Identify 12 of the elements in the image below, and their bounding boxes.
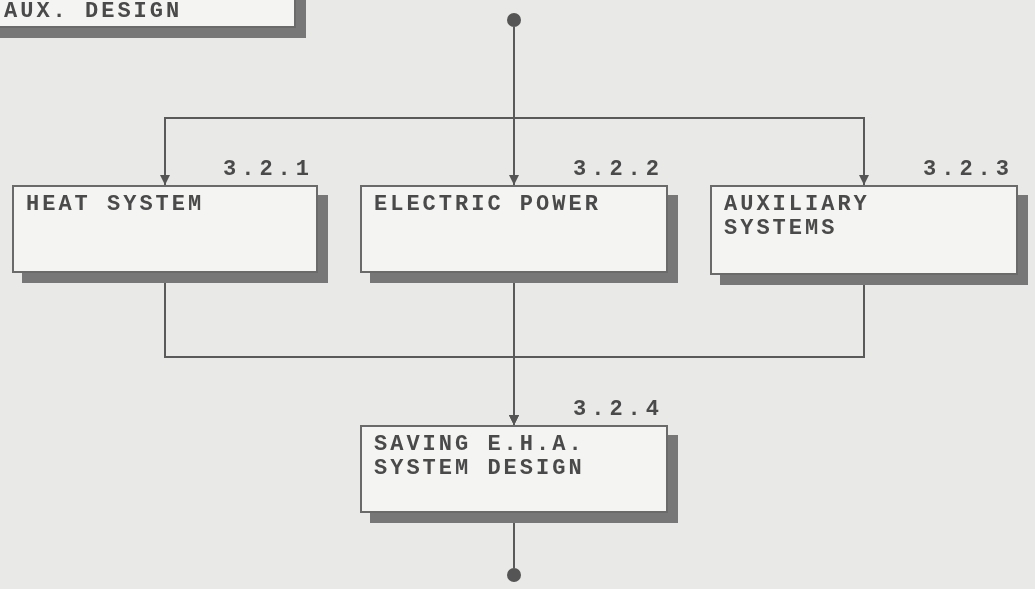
start-dot xyxy=(507,13,521,27)
connector-arrow xyxy=(509,284,865,426)
step-number: 3.2.3 xyxy=(923,157,1014,182)
box-label: AUXILIARY SYSTEMS xyxy=(724,193,871,241)
step-number: 3.2.1 xyxy=(223,157,314,182)
step-number: 3.2.4 xyxy=(573,397,664,422)
end-dot xyxy=(507,568,521,582)
box-label: SAVING E.H.A. SYSTEM DESIGN xyxy=(374,433,586,481)
step-number: 3.2.2 xyxy=(573,157,664,182)
box-label: AUX. DESIGN xyxy=(4,0,184,24)
box-label: HEAT SYSTEM xyxy=(26,193,206,217)
box-label: ELECTRIC POWER xyxy=(374,193,602,217)
